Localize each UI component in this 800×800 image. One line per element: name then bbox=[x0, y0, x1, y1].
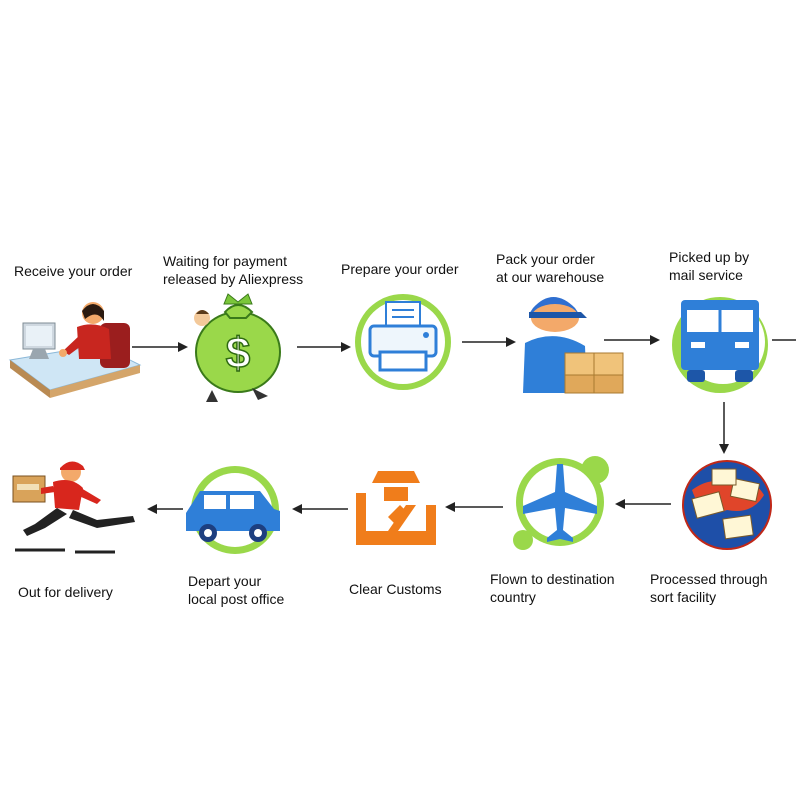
courier-running-icon bbox=[5, 458, 150, 558]
mail-globe-icon bbox=[672, 455, 782, 555]
arrow-6-7 bbox=[613, 497, 673, 511]
arrow-2-3 bbox=[295, 340, 353, 354]
arrow-5-6 bbox=[716, 400, 732, 456]
arrow-4-5 bbox=[602, 333, 662, 347]
step-1-label: Receive your order bbox=[14, 262, 132, 280]
arrow-9-10 bbox=[145, 502, 185, 516]
step-3-label: Prepare your order bbox=[341, 260, 459, 278]
printer-icon bbox=[348, 290, 458, 395]
step-7-label: Flown to destination country bbox=[490, 570, 615, 606]
car-icon bbox=[180, 465, 290, 560]
step-4-label: Pack your order at our warehouse bbox=[496, 250, 604, 286]
arrow-right-edge bbox=[770, 333, 798, 347]
step-8-label: Clear Customs bbox=[349, 580, 442, 598]
money-bag-icon: $ bbox=[190, 290, 290, 405]
arrow-7-8 bbox=[443, 500, 505, 514]
step-2-label: Waiting for payment released by Aliexpre… bbox=[163, 252, 303, 288]
computer-user-icon bbox=[5, 295, 145, 405]
customs-officer-icon bbox=[348, 465, 443, 550]
step-6-label: Processed through sort facility bbox=[650, 570, 768, 606]
airplane-icon bbox=[505, 452, 615, 552]
arrow-8-9 bbox=[290, 502, 350, 516]
truck-icon bbox=[665, 290, 780, 395]
svg-text:$: $ bbox=[226, 329, 250, 378]
step-9-label: Depart your local post office bbox=[188, 572, 284, 608]
arrow-1-2 bbox=[130, 340, 190, 354]
step-10-label: Out for delivery bbox=[18, 583, 113, 601]
step-5-label: Picked up by mail service bbox=[669, 248, 749, 284]
arrow-3-4 bbox=[460, 335, 518, 349]
